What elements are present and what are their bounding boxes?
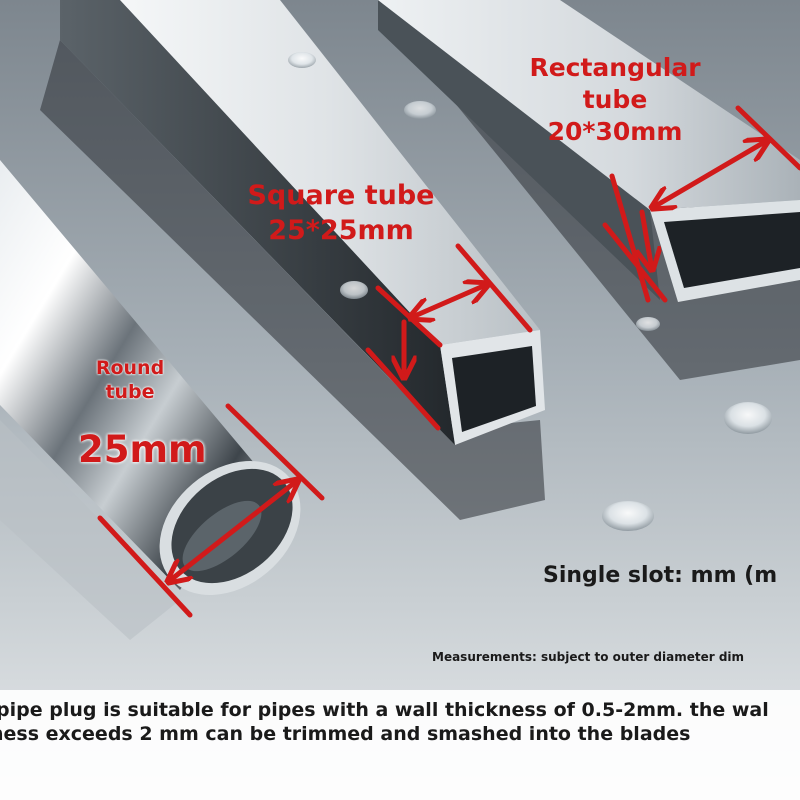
water-drop [602,501,654,531]
water-drop [404,101,436,119]
dimension-annotations [97,105,800,618]
info-line-1: pipe plug is suitable for pipes with a w… [0,699,769,721]
rectangular-tube-label-line2: tube [582,85,648,114]
text-panel [0,690,800,800]
square-tube-top [120,0,540,345]
rect-height-arrow [642,209,652,270]
single-slot-text: Single slot: mm (m [543,563,778,588]
square-tube-label: Square tube 25*25mm [236,178,446,248]
rect-width-arrow [652,140,768,208]
rectangular-tube-label: Rectangular tube 20*30mm [520,52,710,148]
square-tube-shadow [40,40,545,520]
round-tube-reflection [0,420,180,640]
round-tube-label-line1: Round [95,357,165,379]
round-diameter-arrow [168,480,298,582]
water-drop [340,281,368,299]
round-tube-label-line2: tube [105,381,155,403]
round-tube-label: Round tube [80,356,180,404]
square-tube-size: 25*25mm [268,215,414,246]
round-top-tick [225,403,325,501]
water-drop [636,317,660,331]
water-drop [724,402,772,434]
info-line-2: ness exceeds 2 mm can be trimmed and sma… [0,723,691,745]
rectangular-tube-label-line1: Rectangular [529,53,701,82]
rect-front-tick [602,222,668,303]
rectangular-tube-side [378,0,660,300]
square-width-arrow [410,284,488,318]
rectangular-tube-size: 20*30mm [547,117,683,146]
measurement-note: Measurements: subject to outer diameter … [432,650,745,664]
water-drop [288,52,316,68]
rectangular-tube-opening [664,212,800,288]
round-bottom-tick [97,515,193,618]
square-tube-label-line1: Square tube [247,180,435,211]
square-height-tick [365,347,441,431]
info-text: pipe plug is suitable for pipes with a w… [0,698,800,746]
round-tube-size: 25mm [78,428,207,471]
rect-height-tick [609,173,651,303]
square-tube-left-side [60,0,455,445]
square-tube [40,0,545,520]
square-tube-opening [452,346,536,432]
